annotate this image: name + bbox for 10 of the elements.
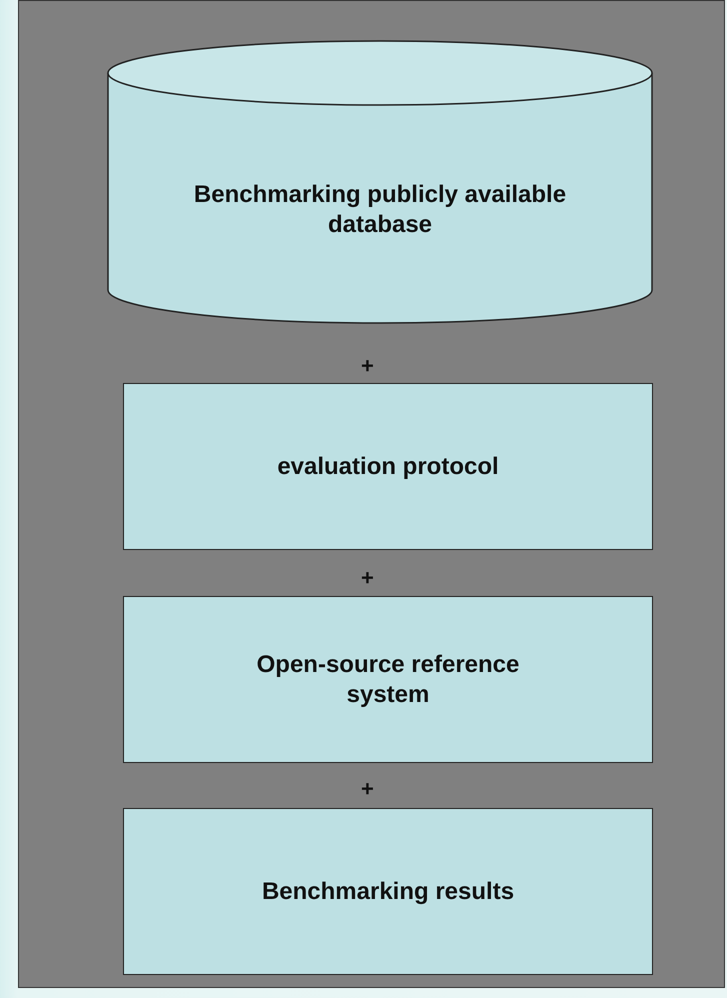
node-label: evaluation protocol [276,452,500,482]
plus-sign: + [361,778,374,800]
node-label: Benchmarking publicly available database [192,180,568,240]
plus-sign: + [361,567,374,589]
process-box [123,383,653,550]
node-label: Open-source reference system [256,650,520,710]
plus-sign: + [361,355,374,377]
process-box [123,596,653,763]
node-label: Benchmarking results [260,876,516,906]
process-box [123,808,653,975]
